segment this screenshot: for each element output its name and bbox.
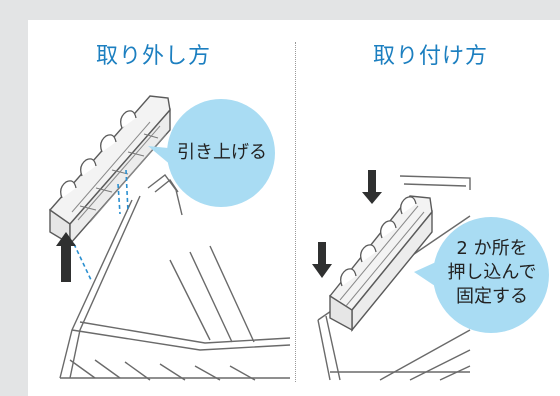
left-basket — [49, 95, 171, 246]
removal-title: 取り外し方 — [96, 44, 212, 69]
fix-bubble-label: 2 か所を 押し込んで 固定する — [438, 237, 546, 309]
push-arrow-1-icon — [362, 170, 382, 204]
lift-arrow-icon — [56, 232, 76, 282]
instruction-panel — [28, 20, 560, 396]
fix-bubble-line-1: 2 か所を — [456, 238, 528, 259]
left-dish-rack — [59, 174, 291, 381]
lift-bubble — [148, 99, 275, 207]
right-basket — [329, 195, 433, 332]
push-arrow-2-icon — [312, 242, 332, 278]
lift-bubble-label: 引き上げる — [177, 142, 267, 163]
fix-bubble — [414, 217, 549, 333]
left-guide-lines — [73, 169, 129, 283]
section-divider — [295, 42, 296, 382]
fix-bubble-line-2: 押し込んで — [447, 262, 537, 283]
fix-bubble-line-3: 固定する — [456, 286, 528, 307]
attach-title: 取り付け方 — [373, 44, 489, 69]
